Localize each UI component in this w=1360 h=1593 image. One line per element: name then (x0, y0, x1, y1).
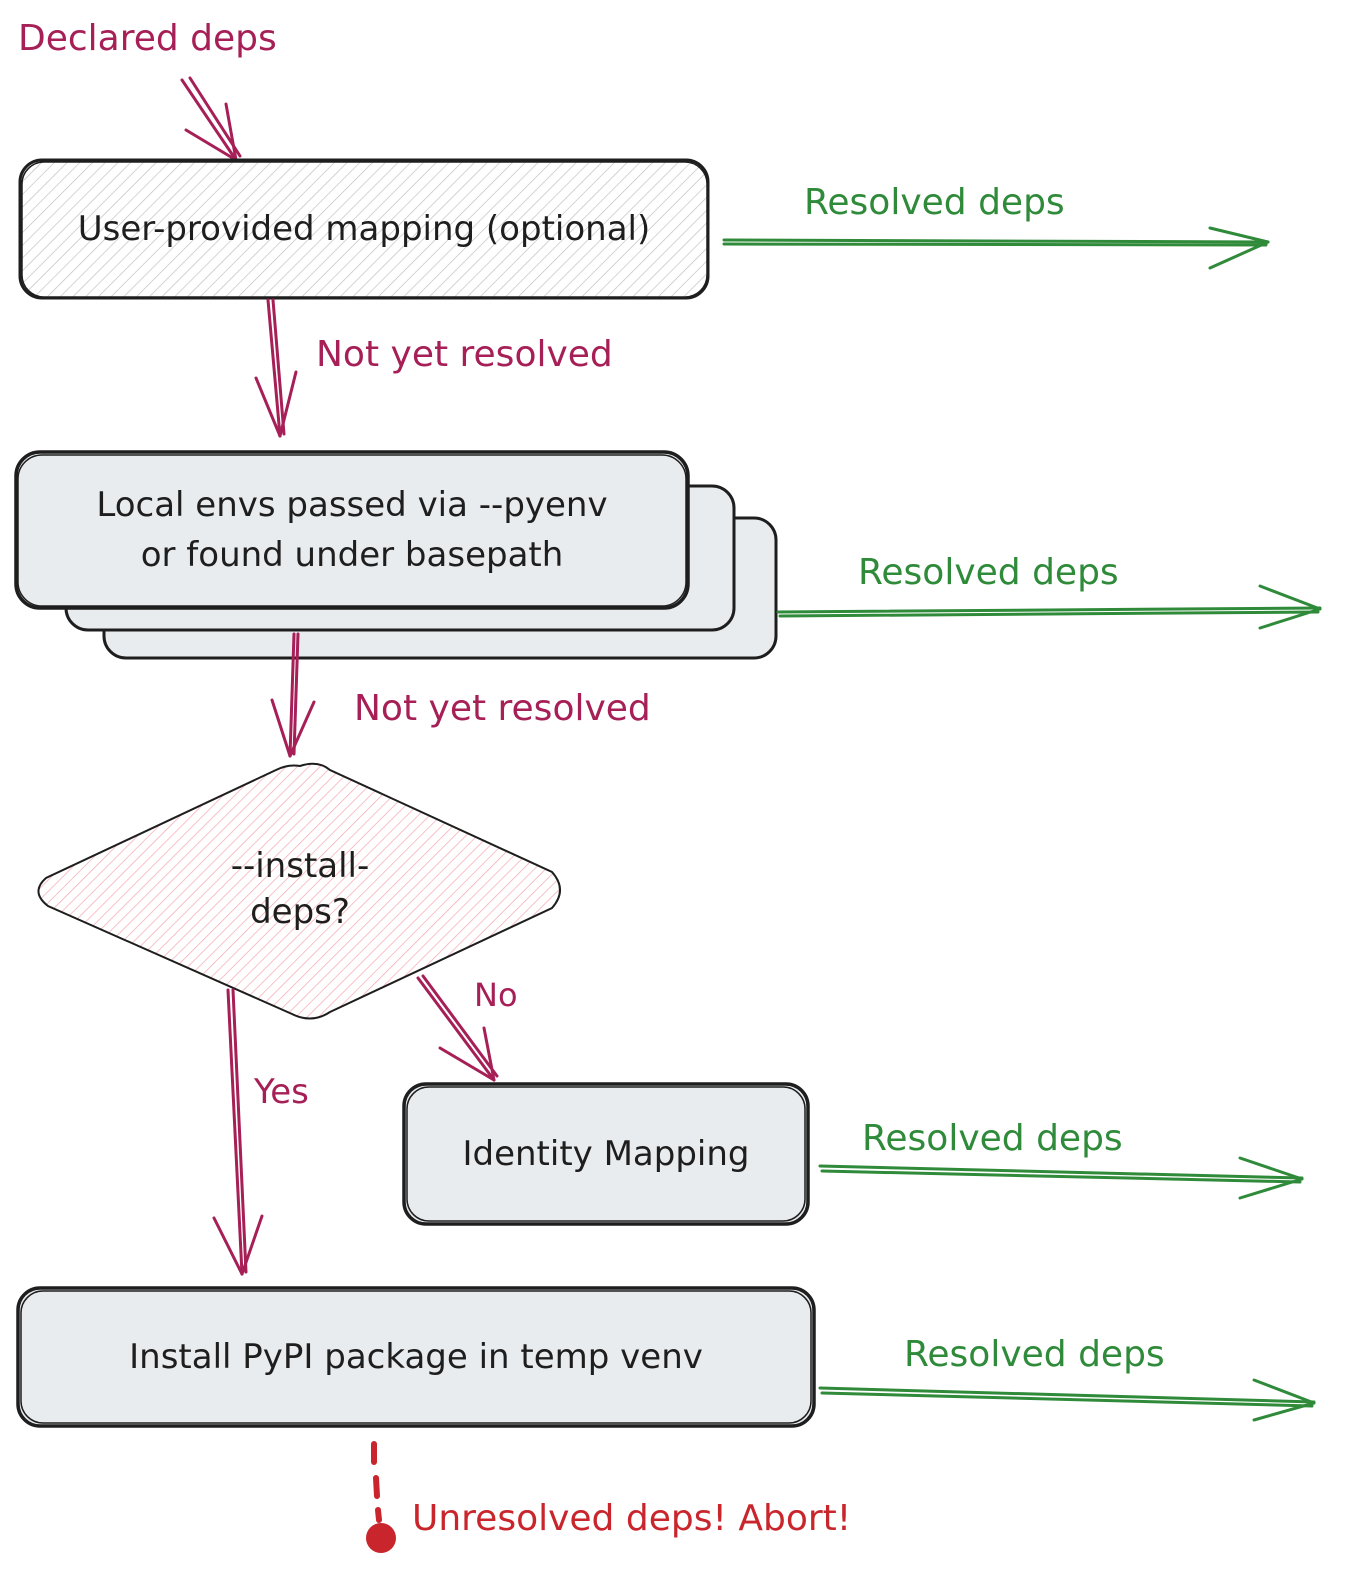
install-pypi-box (16, 1286, 816, 1428)
local-envs-box-stack (14, 450, 778, 660)
not-yet-label-1: Not yet resolved (316, 334, 613, 375)
yes-arrow (212, 988, 264, 1276)
declared-deps-label: Declared deps (18, 18, 277, 59)
local-envs-label-line1: Local envs passed via --pyenv (96, 485, 608, 525)
resolved-label-3: Resolved deps (862, 1118, 1123, 1159)
not-yet-arrow-1 (254, 298, 298, 438)
abort-label: Unresolved deps! Abort! (412, 1498, 852, 1539)
install-pypi-text: Install PyPI package in temp venv (18, 1288, 814, 1426)
resolved-label-2: Resolved deps (858, 552, 1119, 593)
declared-deps-arrow (180, 76, 242, 162)
resolved-label-1: Resolved deps (804, 182, 1065, 223)
install-deps-decision (37, 762, 561, 1020)
user-mapping-text: User-provided mapping (optional) (20, 160, 708, 298)
no-arrow (416, 974, 499, 1082)
identity-mapping-label: Identity Mapping (462, 1134, 750, 1174)
resolved-arrow-2 (776, 584, 1322, 630)
install-pypi-label: Install PyPI package in temp venv (129, 1337, 703, 1377)
resolved-arrow-3 (818, 1156, 1304, 1200)
abort-dashed-line (371, 1441, 382, 1523)
local-envs-text: Local envs passed via --pyenv or found u… (16, 452, 688, 608)
identity-mapping-box (402, 1082, 810, 1226)
not-yet-label-2: Not yet resolved (354, 688, 651, 729)
local-envs-label-line2: or found under basepath (140, 535, 564, 575)
identity-mapping-text: Identity Mapping (404, 1084, 808, 1224)
decision-label-line2: deps? (250, 892, 350, 932)
yes-label: Yes (254, 1072, 309, 1112)
decision-label-line1: --install- (230, 846, 370, 886)
user-mapping-label: User-provided mapping (optional) (77, 209, 651, 249)
resolved-arrow-1 (722, 226, 1270, 270)
resolved-label-4: Resolved deps (904, 1334, 1165, 1375)
decision-text: --install- deps? (150, 834, 450, 944)
resolved-arrow-4 (818, 1378, 1316, 1422)
no-label: No (474, 976, 518, 1014)
abort-dot-icon (366, 1523, 396, 1553)
not-yet-arrow-2 (270, 632, 316, 758)
user-mapping-box (18, 158, 710, 300)
